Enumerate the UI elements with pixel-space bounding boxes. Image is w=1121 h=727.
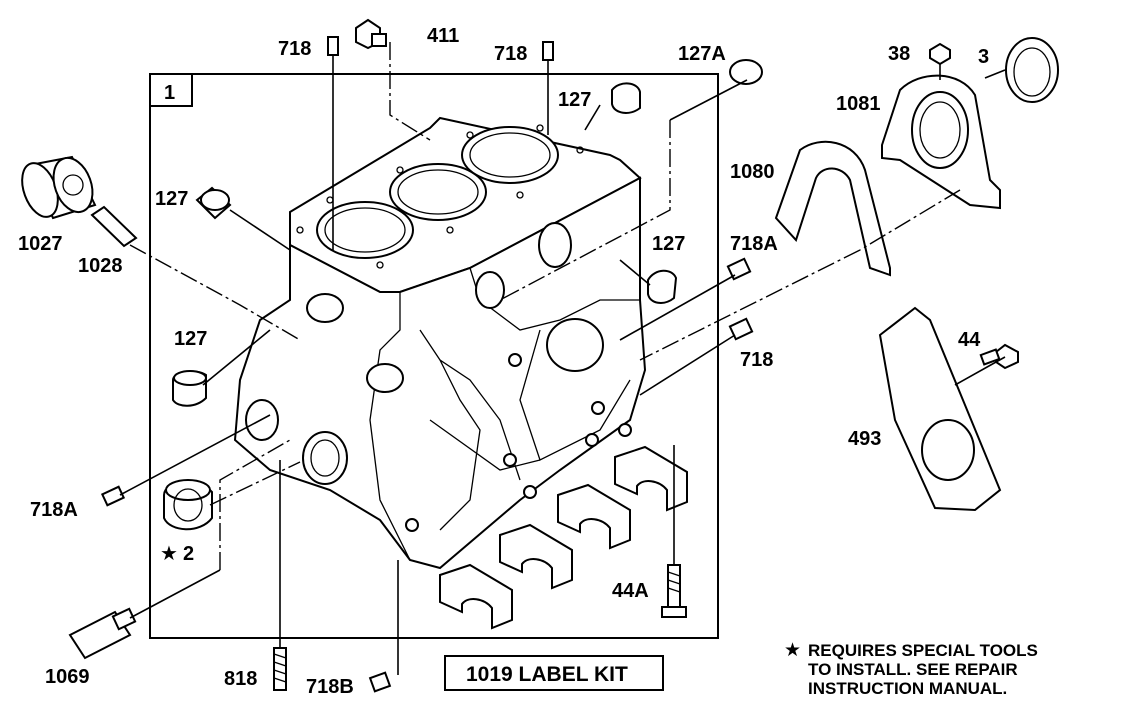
label-718b: 718B — [306, 676, 354, 698]
label-kit-box — [444, 655, 664, 691]
label-1081: 1081 — [836, 93, 881, 115]
label-127-top: 127 — [558, 89, 591, 111]
label-1069: 1069 — [45, 666, 90, 688]
note-star-icon: ★ — [784, 640, 801, 661]
cylinder-block — [233, 116, 647, 570]
plate-bolt — [979, 343, 1019, 370]
label-1027: 1027 — [18, 233, 63, 255]
drive-shaft — [68, 607, 137, 660]
figure-number-box — [149, 73, 193, 107]
label-2: 2 — [183, 543, 194, 565]
expansion-plugs — [172, 59, 763, 407]
label-127-right: 127 — [652, 233, 685, 255]
label-493: 493 — [848, 428, 881, 450]
label-411: 411 — [427, 25, 459, 47]
label-44: 44 — [958, 329, 981, 351]
leader-lines — [119, 42, 1006, 675]
assembly-frame — [149, 73, 719, 639]
oil-filter — [21, 155, 97, 220]
part-labels: 718 411 718 127A 127 38 3 1081 1080 127 … — [18, 25, 989, 698]
label-718a-left: 718A — [30, 499, 78, 521]
label-718-right: 718 — [740, 349, 773, 371]
seal-retainer-housing — [881, 74, 1001, 210]
label-127-left-mid: 127 — [174, 328, 207, 350]
label-818: 818 — [224, 668, 257, 690]
stud — [273, 647, 287, 691]
note-line-2: TO INSTALL. SEE REPAIR — [808, 660, 1018, 679]
note-line-1: REQUIRES SPECIAL TOOLS — [808, 641, 1038, 660]
rear-oil-seal — [1005, 37, 1059, 103]
label-718-top-mid: 718 — [494, 43, 527, 65]
figure-number: 1 — [164, 82, 175, 104]
adapter-plate — [878, 306, 1002, 512]
dowel-pins — [100, 36, 754, 693]
housing-bolt — [929, 42, 951, 66]
label-1080: 1080 — [730, 161, 775, 183]
star-icon: ★ — [160, 543, 178, 565]
bearing-cap-bolt — [661, 564, 687, 618]
label-3: 3 — [978, 46, 989, 68]
label-kit: 1019 LABEL KIT — [466, 663, 628, 686]
label-127a: 127A — [678, 43, 726, 65]
main-bearing-caps — [439, 445, 688, 630]
label-718-top-left: 718 — [278, 38, 311, 60]
oil-pressure-fitting — [355, 18, 387, 50]
note-line-3: INSTRUCTION MANUAL. — [808, 679, 1007, 698]
label-127-left-top: 127 — [155, 188, 188, 210]
gasket — [774, 140, 891, 277]
label-38: 38 — [888, 43, 910, 65]
crankshaft-seal — [163, 479, 213, 531]
label-44a: 44A — [612, 580, 649, 602]
oil-filter-nipple — [90, 205, 138, 248]
label-718a-right: 718A — [730, 233, 778, 255]
label-1028: 1028 — [78, 255, 123, 277]
